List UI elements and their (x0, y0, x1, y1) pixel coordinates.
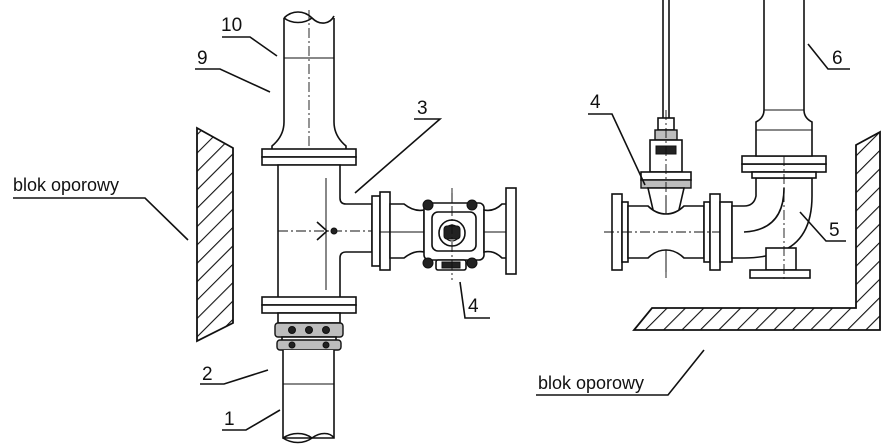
labels: 10 9 3 4 2 1 blok oporowy 4 6 5 blok opo… (13, 15, 843, 430)
callout-2: 2 (202, 364, 213, 385)
duck-foot-bend (719, 120, 827, 282)
tee-bottom-flange (261, 296, 357, 314)
tee-top-flange (261, 148, 357, 166)
thrust-block-right (632, 130, 881, 331)
callout-3: 3 (417, 98, 428, 119)
gate-valve-right (604, 0, 728, 278)
callout-10: 10 (221, 15, 242, 36)
thrust-block-left (196, 126, 234, 343)
callout-6: 6 (832, 48, 843, 69)
callout-4-right: 4 (590, 92, 601, 113)
branch-valve-left (371, 187, 517, 280)
leaders-left (13, 36, 490, 431)
callout-4-left: 4 (468, 296, 479, 317)
left-assembly (13, 10, 517, 444)
right-assembly (536, 0, 881, 396)
riser-pipe (755, 0, 813, 157)
tee-body (277, 164, 380, 299)
leaders-right (536, 43, 850, 396)
callout-1: 1 (224, 409, 235, 430)
caption-thrust-block-left: blok oporowy (13, 175, 119, 195)
caption-thrust-block-right: blok oporowy (538, 373, 644, 393)
coupling-joint (274, 312, 344, 351)
callout-9: 9 (197, 48, 208, 69)
callout-5: 5 (829, 220, 840, 241)
lower-pipe (282, 350, 335, 444)
